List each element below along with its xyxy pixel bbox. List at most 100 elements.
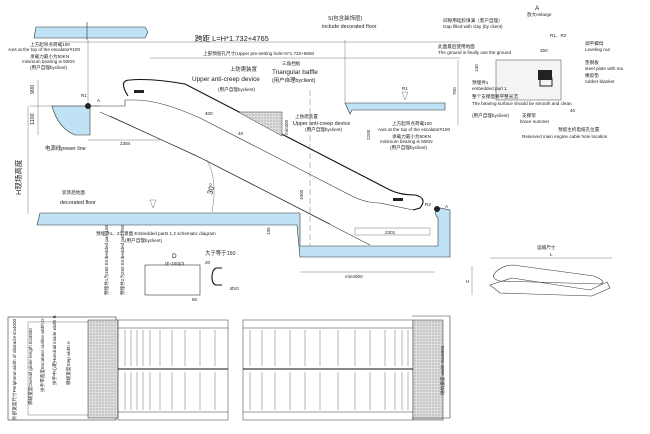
plate-en: steel plate with ma bbox=[585, 66, 623, 71]
plan-label-2: 梯级宽度Overall girder length E≥3300 bbox=[27, 328, 34, 405]
escalator-step-line bbox=[90, 99, 414, 211]
leveling-assembly bbox=[538, 70, 552, 80]
embedded-part1: 预埋件1为160 Embedded part 160 bbox=[103, 224, 110, 295]
dim-700: 700 bbox=[452, 87, 457, 95]
transport-title: 运输尺寸 bbox=[537, 244, 556, 251]
a-label: A bbox=[97, 98, 101, 103]
bearing-en: The bearing surface should be smooth and… bbox=[472, 101, 572, 106]
cable-en: Reserved main engine cable hole location bbox=[522, 134, 608, 139]
floor-label-en: include decorated floor bbox=[322, 24, 377, 30]
angle-arc bbox=[206, 159, 215, 213]
baffle-client: (用户自理byclient) bbox=[272, 76, 316, 84]
transport-handrail bbox=[493, 264, 604, 285]
upper-pit bbox=[51, 105, 91, 136]
plan-view bbox=[7, 315, 451, 421]
upper-bearing-cn: 承载力最小为50KN bbox=[30, 53, 69, 60]
span-formula: 跨距 L=H*1.732+4765 bbox=[195, 34, 269, 43]
right-axis-en: Axis at the top of the escalator#100 bbox=[378, 127, 450, 132]
embedded-phi10: Ø10 bbox=[230, 286, 239, 291]
anti-creep-client: (用户自理byclient) bbox=[218, 86, 255, 93]
brace bbox=[539, 77, 553, 87]
dim-135: 135 bbox=[266, 227, 271, 235]
detail-a-title: A bbox=[535, 5, 540, 12]
detail-a-enlarge: 放大enlarge bbox=[527, 11, 552, 18]
plan-label-5: 梯级宽度Step width A bbox=[65, 340, 72, 385]
anti-creep2-cn: 上防爬装置 bbox=[295, 113, 318, 120]
rubber-cn: 橡胶垫 bbox=[585, 72, 599, 79]
nameplate-lower bbox=[393, 198, 403, 201]
anti-creep-cn: 上防爬装置 bbox=[230, 65, 258, 73]
rubber-en: rubber blanket bbox=[585, 79, 615, 84]
ground-en: The ground is finally use the ground bbox=[438, 50, 511, 55]
anti-creep2-client: (用户自理byclient) bbox=[305, 126, 342, 133]
power-line-label: 电源线power line bbox=[45, 144, 86, 152]
right-client: (用户自理byclient) bbox=[390, 144, 427, 151]
dim-900: 900 bbox=[30, 85, 36, 94]
upper-hole-label: 上部预留孔尺寸(Upper pre-setting hole>S*1.732+8… bbox=[203, 50, 315, 57]
dim-2200: 2200 bbox=[366, 129, 371, 140]
bearing-cn: 整个支撑面要平整光洁 bbox=[472, 93, 518, 100]
upper-client: (用户自理byclient) bbox=[30, 64, 67, 71]
triangular-baffle bbox=[237, 111, 283, 137]
angle-label: 30° bbox=[205, 182, 217, 195]
gap-cn: 间隙用硅胶填满（客户自理） bbox=[443, 17, 503, 24]
upper-floor-slab bbox=[33, 26, 149, 39]
support-point-upper bbox=[85, 103, 91, 109]
leveling-en: Leveling nut bbox=[585, 47, 610, 52]
embedded-title: 预埋件1、2示意图 Embedded parts 1,2 schematic d… bbox=[96, 230, 216, 237]
dim-min300: min300 bbox=[284, 119, 289, 135]
upper-axis-en: Axis at the top of the escalator#100 bbox=[8, 47, 80, 52]
gap-en: Gap filled with clay (by client) bbox=[443, 24, 503, 29]
truss-line-2 bbox=[109, 115, 331, 225]
right-bearing-en: minimum bearing is 50KN bbox=[380, 139, 433, 144]
anti-creep-en: Upper anti-creep device bbox=[192, 76, 260, 83]
r1r2-label: R1、R2 bbox=[550, 33, 567, 38]
leveling-cn: 调平螺母 bbox=[585, 40, 604, 47]
baffle-cn: 三角挡板 bbox=[282, 60, 301, 67]
embedded-e: (E-100)/3 bbox=[165, 261, 185, 266]
embedded-gt150: 大于等于150 bbox=[205, 249, 236, 257]
embedded-en: embedded part 1 bbox=[472, 86, 507, 91]
level-marker-upper bbox=[401, 91, 409, 101]
plan-label-1: 外部宽度尺寸Peripheral width of obstacle E≥400… bbox=[11, 318, 18, 420]
anti-creep2-en: Upper anti-creep device bbox=[293, 121, 350, 127]
transport-truss bbox=[489, 277, 611, 297]
ground-cn: 此面最后使用地面 bbox=[438, 43, 475, 50]
embedded-cn: 预埋件1 bbox=[472, 79, 489, 86]
brace-en: brace summer bbox=[520, 119, 550, 124]
right-bearing-cn: 承载力最小为50KN bbox=[392, 133, 431, 140]
height-label: H现场高度 bbox=[13, 159, 23, 195]
dim-250: 250 bbox=[540, 48, 548, 53]
right-axis-cn: 上方起吊点荷载100 bbox=[392, 120, 432, 127]
cable-cn: 预留主机电缆孔位置 bbox=[558, 126, 600, 133]
dim-2384: 2384 bbox=[120, 141, 131, 146]
dim-1000: 1000 bbox=[299, 189, 304, 200]
embedded-d: D bbox=[172, 253, 177, 260]
level-marker-lower bbox=[149, 199, 157, 209]
transport-l: L bbox=[550, 252, 553, 257]
embedded-20: 20 bbox=[205, 260, 211, 265]
plan-label-right: 地坑宽度 width min2000 bbox=[439, 345, 446, 395]
decorated-floor-en: decorated floor bbox=[60, 200, 96, 206]
dim-130: 130 bbox=[474, 64, 479, 72]
a-lower-label: A bbox=[445, 204, 449, 209]
dim-40-detail: 40 bbox=[570, 108, 576, 113]
detail-client: (用户自理byclient) bbox=[472, 112, 509, 119]
r1-label: R1 bbox=[81, 93, 87, 98]
brace-cn: 支撑架 bbox=[522, 112, 536, 119]
plan-label-3: 扶手带宽度Escalator outline width D bbox=[39, 318, 46, 392]
handrail-outline bbox=[122, 78, 424, 211]
dim-40: 40 bbox=[238, 131, 244, 136]
anchor-hook bbox=[211, 267, 222, 286]
transport-h: H bbox=[466, 279, 469, 284]
embedded-plate bbox=[144, 264, 201, 296]
floor-label-cn: S(包含装饰层) bbox=[328, 14, 362, 22]
dim-2301: 2301 bbox=[385, 230, 396, 235]
embedded-50: 50 bbox=[192, 297, 198, 302]
plan-label-4: 扶手中心距Handrail inside width B bbox=[51, 315, 58, 385]
dim-400: 400 bbox=[205, 111, 213, 116]
dim-min4000: min4000 bbox=[345, 274, 363, 279]
r1-upper-label: R1 bbox=[402, 86, 408, 91]
